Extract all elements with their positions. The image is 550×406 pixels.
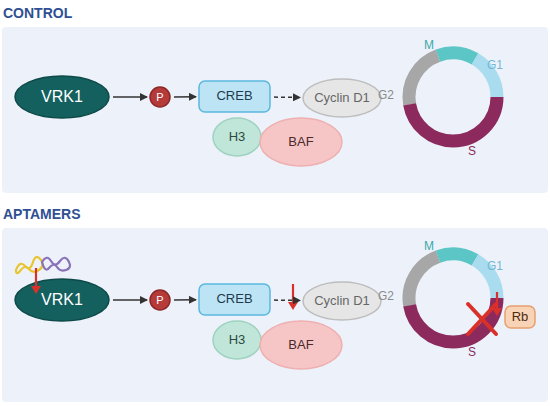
phase-label: M [424, 38, 434, 52]
phosphate-circle: P [149, 289, 171, 311]
node-label: CREB [216, 292, 252, 306]
protein-ellipse: H3 [212, 320, 262, 360]
panel: CONTROLVRK1PCREBCyclin D1H3BAF [2, 27, 548, 193]
node-label: Cyclin D1 [314, 91, 370, 105]
aptamer-squiggles [16, 257, 70, 273]
decrease-arrow [496, 292, 498, 310]
g1-segment [393, 37, 513, 157]
outline-shape [303, 79, 381, 117]
protein-box: CREB [198, 283, 271, 316]
protein-ellipse: Cyclin D1 [302, 78, 382, 118]
outline-shape [150, 87, 170, 107]
cell-cycle-ring [393, 238, 513, 358]
outline-shape [15, 279, 109, 321]
outline-shape [150, 290, 170, 310]
arrow-head [31, 286, 41, 294]
s-segment [409, 53, 497, 141]
outline-shape [260, 321, 342, 369]
outline-shape [199, 284, 270, 315]
node-label: H3 [229, 130, 246, 144]
phase-label: G1 [487, 259, 503, 273]
outline-shape [213, 118, 261, 156]
node-label: P [156, 91, 163, 103]
arrow-head [492, 308, 502, 316]
node-label: H3 [229, 333, 246, 347]
node-label: BAF [288, 338, 313, 352]
outline-shape [505, 306, 535, 328]
protein-ellipse: Cyclin D1 [302, 281, 382, 321]
phase-label: G2 [378, 289, 394, 303]
node-label: BAF [288, 135, 313, 149]
s-segment [409, 254, 497, 342]
m-segment [397, 41, 510, 154]
phase-label: G1 [487, 58, 503, 72]
aptamer-strand [42, 258, 70, 271]
node-label: Cyclin D1 [314, 294, 370, 308]
panel: APTAMERSVRK1PCREBCyclin D1H3BAFRb [2, 228, 548, 402]
decrease-arrow [35, 268, 37, 288]
activation-arrow [274, 96, 300, 98]
protein-ellipse: H3 [212, 117, 262, 157]
arrow-head [288, 302, 298, 310]
g1-segment [393, 238, 513, 358]
phase-label: S [468, 144, 476, 158]
outline-shape [260, 118, 342, 166]
decrease-arrow [292, 284, 294, 304]
outline-shape [15, 76, 109, 118]
protein-box: Rb [504, 305, 536, 329]
outline-shape [199, 81, 270, 112]
cross-stroke [468, 304, 496, 334]
outline-shape [303, 282, 381, 320]
phase-label: S [468, 345, 476, 359]
node-label: Rb [512, 310, 529, 324]
phase-label: G2 [378, 88, 394, 102]
aptamer-strand [16, 257, 43, 273]
phosphate-circle: P [149, 86, 171, 108]
kinase-ellipse: VRK1 [14, 278, 110, 322]
protein-ellipse: BAF [259, 117, 343, 167]
node-label: VRK1 [41, 88, 83, 106]
kinase-ellipse: VRK1 [14, 75, 110, 119]
g2-segment [402, 247, 504, 349]
cross-stroke [468, 304, 496, 334]
decrease-arrows [31, 268, 502, 316]
activation-arrow [274, 299, 300, 301]
activation-arrow [113, 96, 147, 98]
activation-arrow [174, 96, 196, 98]
node-label: VRK1 [41, 291, 83, 309]
activation-arrow [113, 299, 147, 301]
block-cross [468, 304, 496, 334]
m-segment [397, 242, 510, 355]
activation-arrow [174, 299, 196, 301]
node-label: CREB [216, 89, 252, 103]
protein-ellipse: BAF [259, 320, 343, 370]
panel-heading: CONTROL [3, 5, 72, 21]
protein-box: CREB [198, 80, 271, 113]
outline-shape [213, 321, 261, 359]
phase-label: M [424, 239, 434, 253]
cell-cycle-ring [393, 37, 513, 157]
node-label: P [156, 294, 163, 306]
g2-segment [402, 46, 504, 148]
panel-heading: APTAMERS [3, 206, 81, 222]
